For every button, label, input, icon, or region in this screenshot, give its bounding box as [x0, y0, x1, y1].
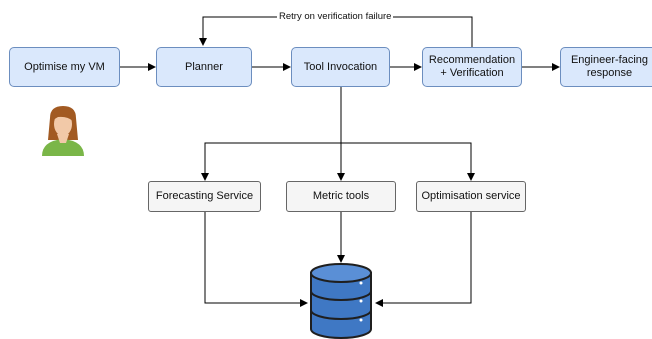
node-engineer-facing-response[interactable]: Engineer-facing response — [560, 47, 652, 87]
node-optimise-my-vm[interactable]: Optimise my VM — [9, 47, 120, 87]
node-metric-tools[interactable]: Metric tools — [286, 181, 396, 212]
edge-forecasting-to-db — [204, 212, 308, 307]
edge-to-optimisation — [341, 142, 475, 181]
node-tool-invocation[interactable]: Tool Invocation — [291, 47, 390, 87]
edge-optimisation-to-db — [375, 212, 472, 307]
node-recommendation-verification[interactable]: Recommendation + Verification — [422, 47, 522, 87]
database-icon — [310, 263, 372, 339]
user-icon — [42, 106, 84, 156]
node-optimisation-service[interactable]: Optimisation service — [416, 181, 526, 212]
retry-label: Retry on verification failure — [277, 11, 394, 22]
node-forecasting-service[interactable]: Forecasting Service — [148, 181, 261, 212]
edge-to-forecasting — [201, 142, 341, 181]
node-planner[interactable]: Planner — [156, 47, 252, 87]
